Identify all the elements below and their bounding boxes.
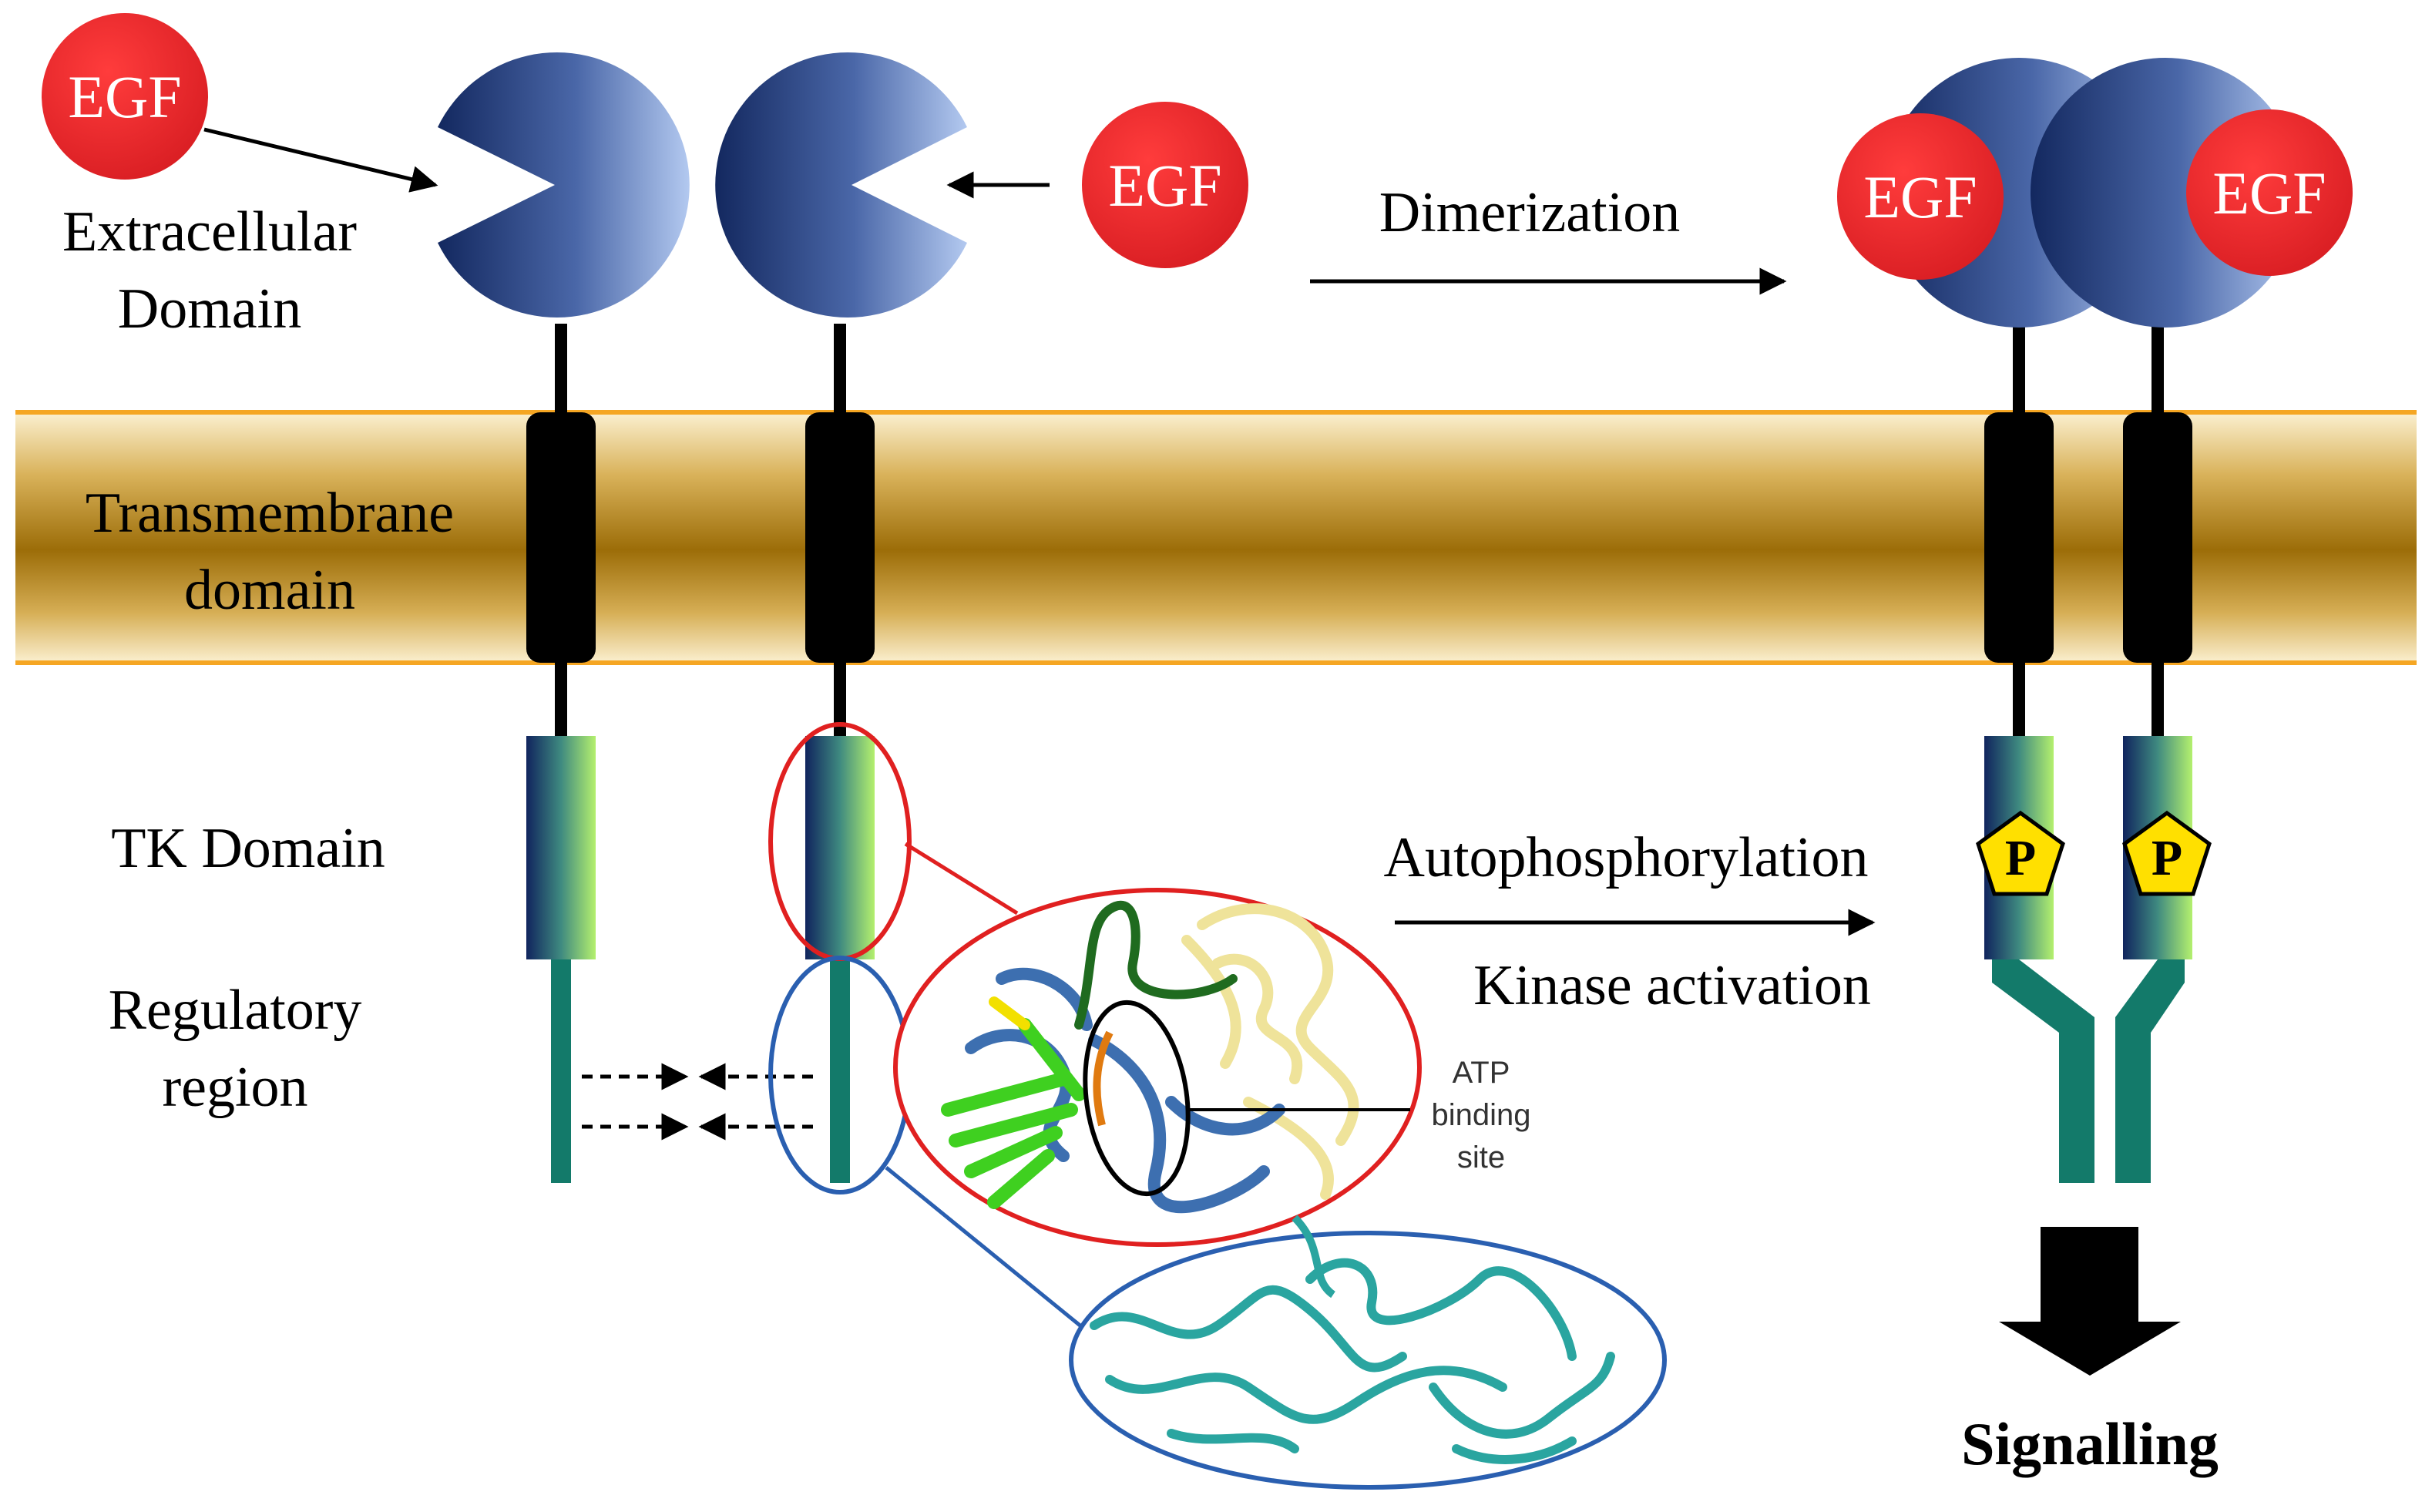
egf-bound-left: EGF [1837,113,2004,280]
phosphate-left: P [1976,810,2065,896]
signalling-arrow [1999,1227,2181,1376]
label-extracellular-line2: Domain [118,277,301,341]
label-tk-domain: TK Domain [111,817,385,880]
egf-bound-right: EGF [2186,109,2353,276]
label-extracellular-line1: Extracellular [62,200,357,264]
tk-domain-1 [526,736,596,959]
label-signalling: Signalling [1961,1410,2219,1477]
atp-binding-site-ring [1083,1000,1191,1197]
egf-bound-right-label: EGF [2212,160,2326,227]
tk-domain-2 [805,736,875,959]
egf-ligand-2-label: EGF [1108,152,1221,219]
egf-ligand-1: EGF [42,13,208,180]
receptor-monomer-2 [715,52,967,1183]
extracellular-domain-1-shape [438,52,690,318]
label-dimerization: Dimerization [1379,181,1680,244]
regulatory-region-1 [551,959,571,1183]
label-atp-line3: site [1457,1141,1505,1174]
dimer-regulatory-right [2115,959,2185,1183]
dimer-transmembrane-right [2123,412,2192,663]
kinase-domain-structure [893,888,1422,1247]
label-kinase-activation: Kinase activation [1473,954,1871,1017]
phosphate-right-label: P [2152,830,2182,886]
regulatory-region-2 [830,959,850,1183]
regulatory-interaction-arrows [582,1063,813,1141]
egf-1-arrow [203,127,438,193]
label-transmembrane-line1: Transmembrane [86,482,454,545]
egf-ligand-2: EGF [1082,102,1248,268]
transmembrane-segment-2 [805,412,875,663]
dimer-regulatory-left [1992,959,2094,1183]
dimer-transmembrane-left [1984,412,2054,663]
receptor-monomer-1 [438,52,690,1183]
label-regulatory-line2: region [162,1056,307,1119]
label-regulatory-line1: Regulatory [109,979,362,1042]
phosphate-left-label: P [2005,830,2036,886]
tk-callout-connector [904,842,1019,916]
egf-ligand-1-label: EGF [68,63,181,130]
label-autophosphorylation: Autophosphorylation [1384,826,1869,889]
label-atp-line2: binding [1431,1098,1530,1132]
regulatory-region-structure [1069,1215,1667,1490]
extracellular-domain-2-shape [715,52,967,318]
phosphate-right: P [2122,810,2212,896]
transmembrane-segment-1 [526,412,596,663]
label-transmembrane-line2: domain [184,559,355,622]
label-atp-line1: ATP [1453,1056,1510,1090]
regulatory-callout-connector [885,1166,1096,1339]
egf-bound-left-label: EGF [1863,163,1977,230]
